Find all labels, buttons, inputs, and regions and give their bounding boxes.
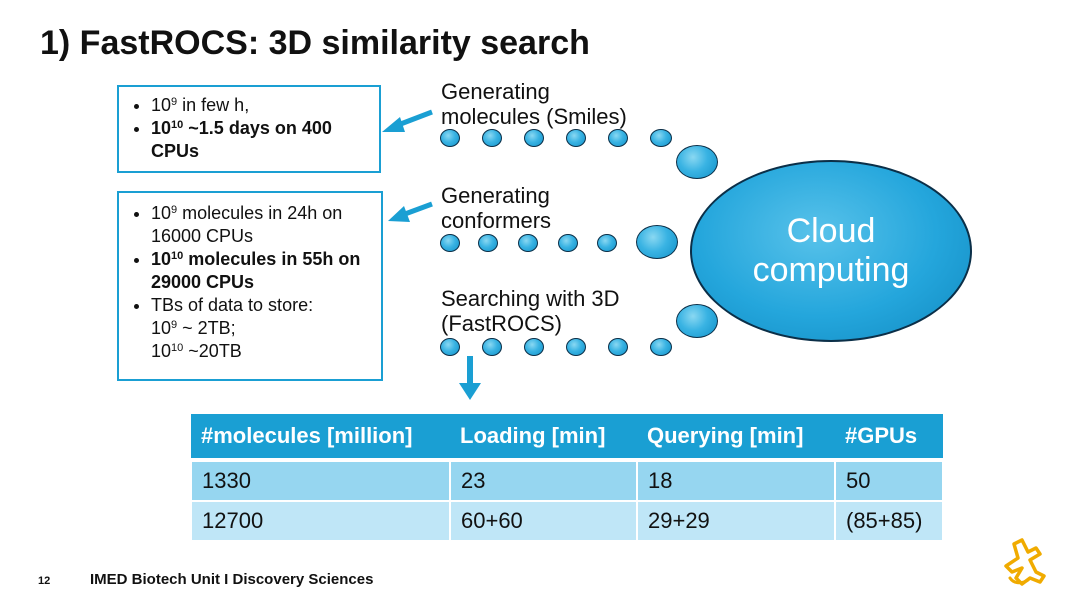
droplet-icon <box>597 234 617 252</box>
droplet-icon <box>608 338 628 356</box>
table-cell: 18 <box>636 459 836 502</box>
droplet-icon <box>440 129 460 147</box>
droplet-icon <box>650 129 672 147</box>
arrow-to-conformers-box-icon <box>388 201 433 222</box>
droplet-icon <box>518 234 538 252</box>
droplet-icon <box>478 234 498 252</box>
table-header-row: #molecules [million] Loading [min] Query… <box>191 414 943 462</box>
droplet-icon <box>440 338 460 356</box>
astrazeneca-logo-icon <box>1004 538 1046 586</box>
droplet-icon <box>524 338 544 356</box>
table-cell: 23 <box>449 459 638 502</box>
droplet-icon <box>524 129 544 147</box>
cloud-label-line1: Cloud <box>786 212 876 250</box>
droplet-icon <box>650 338 672 356</box>
table-cell: 29+29 <box>636 500 836 542</box>
header-gpus: #GPUs <box>835 414 943 462</box>
conformer-stat-3: TBs of data to store: <box>151 294 381 317</box>
conformer-stat-1: 109 molecules in 24h on 16000 CPUs <box>151 202 381 248</box>
droplet-icon <box>608 129 628 147</box>
droplet-icon <box>566 338 586 356</box>
storage-10: 1010 ~20TB <box>151 341 242 361</box>
footer-text: IMED Biotech Unit I Discovery Sciences <box>90 571 374 588</box>
page-number: 12 <box>38 575 51 587</box>
label-searching-3d: Searching with 3D(FastROCS) <box>441 286 620 336</box>
stats-box-conformers: 109 molecules in 24h on 16000 CPUs 1010 … <box>117 191 383 381</box>
droplet-large-icon <box>636 225 678 259</box>
arrow-to-smiles-box-icon <box>382 109 433 132</box>
cloud-computing-ellipse: Cloud computing <box>690 160 972 342</box>
smiles-stat-1: 109 in few h, <box>151 94 379 117</box>
droplet-icon <box>440 234 460 252</box>
storage-9: 109 ~ 2TB; <box>151 318 236 338</box>
table-row: 12700 60+60 29+29 (85+85) <box>190 500 944 542</box>
stats-box-smiles: 109 in few h, 1010 ~1.5 days on 400 CPUs <box>117 85 381 173</box>
droplet-icon <box>558 234 578 252</box>
droplet-icon <box>482 129 502 147</box>
cloud-label-line2: computing <box>752 251 910 289</box>
smiles-stat-2: 1010 ~1.5 days on 400 CPUs <box>151 117 379 163</box>
header-molecules: #molecules [million] <box>191 414 450 462</box>
table-cell: 1330 <box>190 459 451 502</box>
results-table: #molecules [million] Loading [min] Query… <box>190 414 944 542</box>
table-cell: 50 <box>834 459 944 502</box>
header-loading: Loading [min] <box>450 414 637 462</box>
conformer-stat-2: 1010 molecules in 55h on 29000 CPUs <box>151 248 381 294</box>
droplet-icon <box>566 129 586 147</box>
droplet-large-icon <box>676 304 718 338</box>
table-cell: 12700 <box>190 500 451 542</box>
arrow-down-to-table-icon <box>459 356 481 400</box>
table-row: 1330 23 18 50 <box>190 459 944 502</box>
table-cell: 60+60 <box>449 500 638 542</box>
droplet-icon <box>482 338 502 356</box>
droplet-large-icon <box>676 145 718 179</box>
slide-title: 1) FastROCS: 3D similarity search <box>40 24 590 62</box>
table-cell: (85+85) <box>834 500 944 542</box>
header-querying: Querying [min] <box>637 414 835 462</box>
